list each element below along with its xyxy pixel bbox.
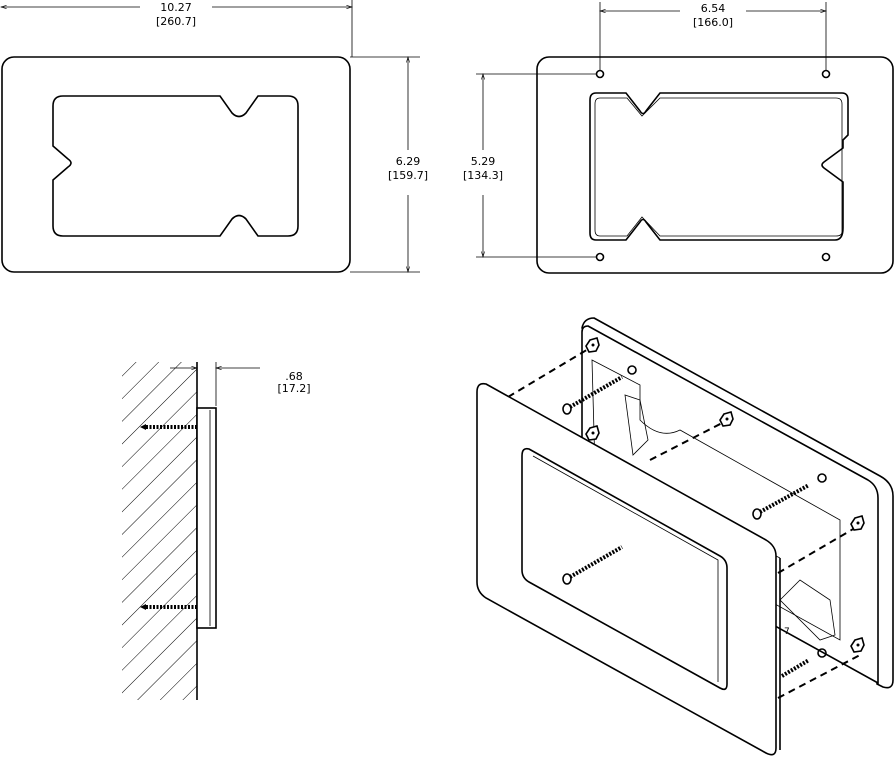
mount-hole [595, 69, 605, 79]
mount-hole [821, 69, 831, 79]
mount-hole [821, 252, 831, 262]
width-inches: 10.27 [160, 1, 192, 14]
back-cutout [589, 92, 849, 241]
back-box [581, 317, 894, 689]
isometric-view: 7 [476, 317, 894, 756]
depth-inches: .68 [285, 370, 303, 383]
hole-spacing-vertical-dimension: 5.29 [134.3] [463, 74, 596, 257]
hole-spacing-horizontal-dimension: 6.54 [166.0] [600, 2, 826, 70]
depth-mm: [17.2] [277, 382, 310, 395]
height-mm: [159.7] [388, 169, 428, 182]
screw-icon [140, 604, 197, 610]
back-plate-outline [536, 56, 894, 274]
screw-icon [562, 545, 623, 585]
screw-icon [140, 424, 197, 430]
height-dimension: 6.29 [159.7] [350, 57, 428, 272]
width-dimension: 10.27 [260.7] [1, 0, 352, 57]
width-mm: [260.7] [156, 15, 196, 28]
hole-spacing-h-mm: [166.0] [693, 16, 733, 29]
front-opening [52, 95, 299, 237]
screw-icon [752, 483, 810, 520]
hole-spacing-v-mm: [134.3] [463, 169, 503, 182]
screw-icon [562, 375, 623, 415]
iso-label: 7 [784, 627, 790, 637]
front-plate-outline [1, 56, 351, 273]
wall-hatching [120, 362, 197, 700]
hole-spacing-h-inches: 6.54 [701, 2, 726, 15]
plate-profile [196, 407, 217, 629]
back-view: 6.54 [166.0] 5.29 [134.3] [463, 2, 894, 274]
mount-hole [595, 252, 605, 262]
front-trim-plate [476, 382, 781, 756]
depth-dimension: .68 [17.2] [170, 362, 311, 406]
hole-spacing-v-inches: 5.29 [471, 155, 496, 168]
front-view: 10.27 [260.7] 6.29 [159.7] [1, 0, 428, 273]
height-inches: 6.29 [396, 155, 421, 168]
screw-icon [780, 658, 811, 678]
side-view: .68 [17.2] [110, 362, 311, 700]
